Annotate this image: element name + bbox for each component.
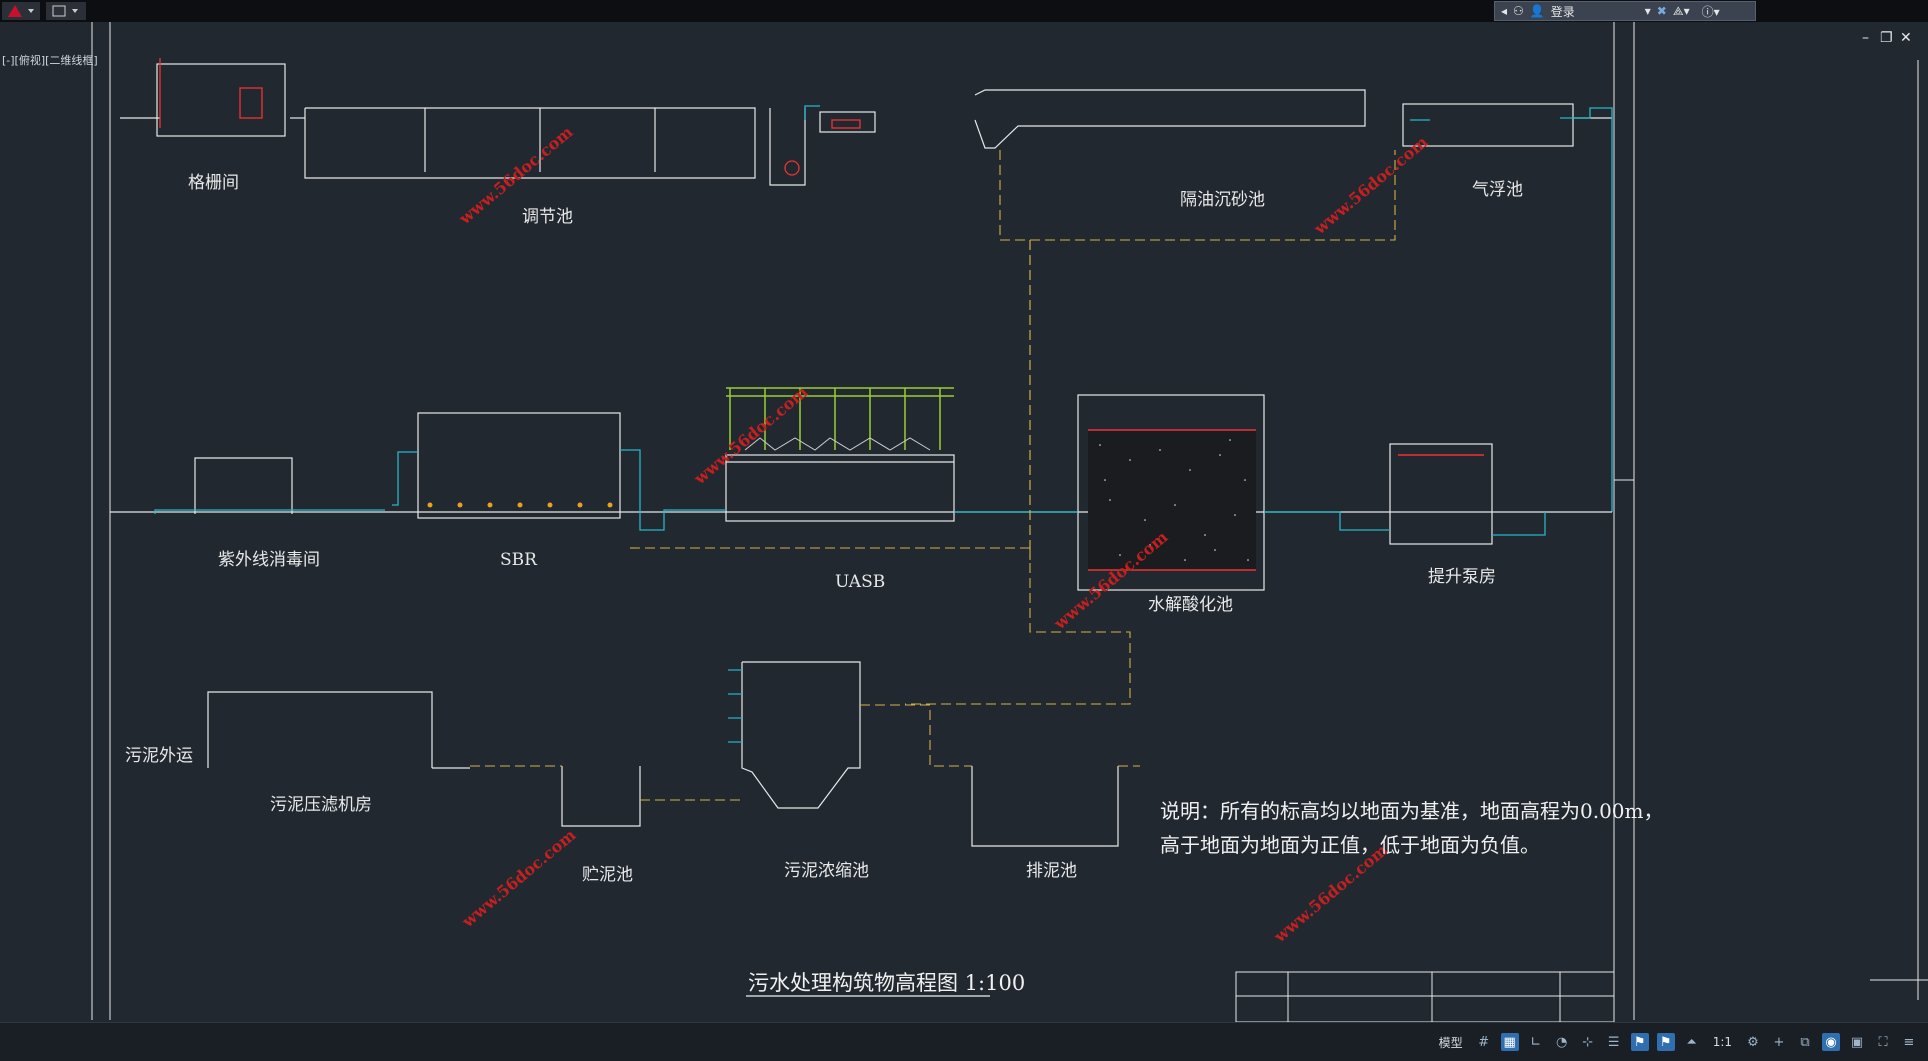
login-label[interactable]: 登录 (1550, 4, 1575, 19)
login-toolbar[interactable]: ◂ ⚇ 👤 登录 ▾ ✖ ⟁▾ ⓘ▾ (1494, 1, 1756, 21)
minimize-icon[interactable]: – (1862, 30, 1869, 46)
label-hydrolysis-tank: 水解酸化池 (1148, 595, 1233, 615)
viewport-controls-label[interactable]: [-][俯视][二维线框] (2, 54, 98, 67)
media-dots (1099, 439, 1249, 561)
label-filter-press-room: 污泥压滤机房 (270, 795, 372, 815)
label-sludge-discharge-tank: 排泥池 (1026, 861, 1077, 881)
user-icon: 👤 (1529, 4, 1545, 18)
label-pump-house: 提升泵房 (1428, 567, 1496, 587)
hardware-acceleration-icon[interactable]: ▣ (1850, 1034, 1864, 1050)
watermark-2: www.56doc.com (1310, 132, 1432, 239)
plus-icon[interactable]: + (1773, 1034, 1785, 1050)
polar-icon[interactable]: ◔ (1556, 1034, 1568, 1050)
isolate-objects-icon[interactable]: ◉ (1822, 1033, 1840, 1051)
annotation-visibility-icon[interactable]: ⚑ (1630, 1033, 1649, 1051)
quick-access-toolbar-button[interactable] (46, 2, 86, 20)
exchange-icon[interactable]: ✖ (1656, 4, 1667, 18)
watermark-3: www.56doc.com (690, 382, 812, 489)
label-flotation-tank: 气浮池 (1472, 180, 1523, 200)
arrow-left-icon[interactable]: ◂ (1501, 4, 1508, 18)
chevron-down-icon[interactable]: ▾ (1644, 4, 1651, 18)
help-icon[interactable]: ⓘ▾ (1701, 4, 1720, 19)
autodesk-a360-icon[interactable]: ⟁▾ (1672, 3, 1690, 18)
label-sbr: SBR (500, 550, 538, 570)
ortho-icon[interactable]: ∟ (1530, 1034, 1542, 1050)
save-dropdown-icon (52, 5, 78, 17)
drawing-canvas[interactable]: www.56doc.com www.56doc.com www.56doc.co… (0, 22, 1928, 1023)
model-tab[interactable]: 模型 (1438, 1035, 1463, 1050)
note-line-1: 说明：所有的标高均以地面为基准，地面高程为0.00m， (1160, 799, 1664, 823)
drawing-title: 污水处理构筑物高程图 1:100 (748, 971, 1025, 995)
binoculars-icon[interactable]: ⚇ (1513, 4, 1524, 18)
status-bar: 模型 # ▦ ∟ ◔ ⊹ ☰ ⚑ ⚑ ⏶ 1:1 ⚙ + ⧉ ◉ ▣ ⛶ ≡ (0, 1022, 1928, 1061)
clean-screen-icon[interactable]: ⛶ (1878, 1034, 1888, 1050)
restore-icon[interactable]: ❐ (1880, 30, 1893, 46)
lineweight-icon[interactable]: ☰ (1607, 1034, 1620, 1050)
application-menu-button[interactable] (2, 2, 40, 20)
label-equalization-tank: 调节池 (522, 207, 573, 227)
watermark-5: www.56doc.com (458, 825, 580, 932)
customization-icon[interactable]: ≡ (1903, 1034, 1915, 1050)
annotation-scale-icon[interactable]: ⏶ (1686, 1034, 1697, 1050)
workspace-icon[interactable]: ⧉ (1800, 1034, 1810, 1050)
auto-scale-icon[interactable]: ⚑ (1656, 1033, 1675, 1051)
note-line-2: 高于地面为地面为正值，低于地面为负值。 (1160, 833, 1540, 857)
label-grid-room: 格栅间 (188, 173, 239, 193)
label-sludge-out: 污泥外运 (125, 746, 193, 766)
osnap-icon[interactable]: ⊹ (1582, 1034, 1594, 1050)
close-icon[interactable]: ✕ (1900, 30, 1912, 46)
label-thickener: 污泥浓缩池 (784, 861, 869, 881)
label-grit-oil-tank: 隔油沉砂池 (1180, 190, 1265, 210)
snap-icon[interactable]: ▦ (1500, 1033, 1519, 1051)
label-uv-room: 紫外线消毒间 (218, 550, 320, 570)
application-title-bar: ◂ ⚇ 👤 登录 ▾ ✖ ⟁▾ ⓘ▾ (0, 0, 1928, 22)
gear-icon[interactable]: ⚙ (1747, 1034, 1759, 1050)
label-uasb: UASB (835, 572, 885, 592)
label-sludge-storage-tank: 贮泥池 (582, 865, 633, 885)
autocad-logo-icon (8, 5, 34, 17)
grid-icon[interactable]: # (1478, 1034, 1490, 1050)
scale-selector[interactable]: 1:1 (1712, 1035, 1732, 1049)
elevation-drawing: www.56doc.com www.56doc.com www.56doc.co… (91, 22, 1928, 1023)
